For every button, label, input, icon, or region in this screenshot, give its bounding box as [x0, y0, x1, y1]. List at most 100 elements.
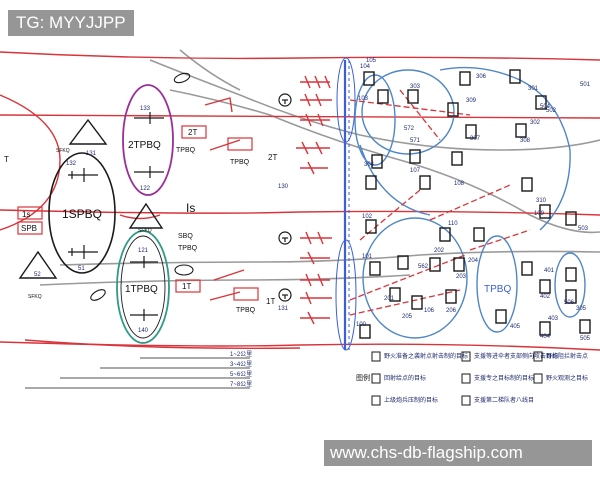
svg-text:122: 122	[140, 186, 151, 192]
label-1tpbq: 1TPBQ	[125, 284, 158, 295]
svg-text:3~4公里: 3~4公里	[230, 361, 252, 368]
front-line	[335, 57, 357, 351]
barrage-marks	[204, 75, 332, 325]
label-1t-box: 1T	[182, 282, 191, 291]
svg-text:502: 502	[546, 108, 557, 114]
svg-text:401: 401	[544, 268, 555, 274]
triangles	[18, 118, 164, 279]
left-arc	[0, 94, 61, 231]
legend-row-label: 图例	[356, 373, 370, 382]
svg-text:106: 106	[424, 308, 435, 314]
svg-text:51: 51	[78, 266, 85, 272]
svg-text:回射给点的目标: 回射给点的目标	[384, 374, 426, 382]
svg-text:支援等进伞者支部侧向攻击目标: 支援等进伞者支部侧向攻击目标	[474, 352, 558, 360]
svg-text:505: 505	[580, 336, 591, 342]
label-tpbq-mid: TPBQ	[178, 245, 198, 252]
svg-text:306: 306	[476, 74, 487, 80]
svg-text:野火准备之袭射点射击制的目标: 野火准备之袭射点射击制的目标	[384, 352, 468, 360]
friendly-boxes	[17, 125, 259, 301]
svg-text:131: 131	[86, 151, 97, 157]
svg-text:52: 52	[34, 272, 41, 278]
label-1spbq: 1SPBQ	[62, 207, 102, 221]
watermark-top: TG: MYYJJPP	[8, 10, 134, 36]
svg-text:5~6公里: 5~6公里	[230, 371, 252, 378]
range-labels: 1~2公里 3~4公里 5~6公里 7~8公里	[230, 351, 252, 388]
svg-text:571: 571	[410, 138, 421, 144]
circle-markers	[278, 93, 292, 302]
svg-text:403: 403	[548, 316, 559, 322]
svg-text:205: 205	[402, 314, 413, 320]
label-2t-box: 2T	[188, 128, 197, 137]
svg-text:562: 562	[418, 264, 429, 270]
label-is: Is	[186, 201, 195, 215]
svg-text:305: 305	[576, 306, 587, 312]
battery-symbols	[68, 112, 164, 321]
label-sfkq-top: SFKQ	[56, 148, 70, 154]
label-t: T	[4, 155, 9, 164]
label-1t: 1T	[266, 297, 275, 306]
svg-text:203: 203	[456, 274, 467, 280]
svg-text:109: 109	[534, 211, 545, 217]
svg-text:103: 103	[358, 96, 369, 102]
svg-text:302: 302	[530, 120, 541, 126]
svg-text:108: 108	[454, 181, 465, 187]
sensor-symbols	[90, 72, 194, 301]
label-enemy-tpbq: TPBQ	[484, 284, 511, 295]
svg-text:野火观测之目标: 野火观测之目标	[546, 374, 588, 382]
tpbq2-ellipse	[122, 84, 174, 196]
svg-text:1~2公里: 1~2公里	[230, 351, 252, 358]
roads	[39, 49, 600, 286]
svg-text:572: 572	[404, 126, 415, 132]
svg-text:501: 501	[580, 82, 591, 88]
svg-text:支援第二梯队者八线目: 支援第二梯队者八线目	[474, 396, 534, 404]
label-sbq: SBQ	[178, 233, 193, 240]
svg-text:503: 503	[578, 226, 589, 232]
label-tpbq-box-1: TPBQ	[176, 147, 196, 154]
svg-text:107: 107	[410, 168, 421, 174]
enemy-boxes	[359, 69, 591, 339]
label-2t: 2T	[268, 153, 277, 162]
tpbq1-ellipse	[116, 230, 170, 344]
svg-text:504: 504	[540, 104, 551, 110]
svg-text:506: 506	[564, 300, 575, 306]
svg-text:上级炮兵压制的目标: 上级炮兵压制的目标	[384, 396, 438, 404]
label-2tpbq: 2TPBQ	[128, 140, 161, 151]
svg-text:404: 404	[540, 334, 551, 340]
svg-text:309: 309	[466, 98, 477, 104]
label-tpbq-box-3: TPBQ	[236, 307, 256, 314]
svg-text:303: 303	[410, 84, 421, 90]
svg-text:101: 101	[362, 254, 373, 260]
svg-text:304: 304	[364, 162, 375, 168]
svg-text:104: 104	[360, 64, 371, 70]
number-labels: 132 131 52 51 133 122 121 140 130 131 10…	[34, 58, 591, 342]
svg-text:110: 110	[448, 221, 458, 227]
svg-text:131: 131	[278, 306, 289, 312]
label-tpbq-box-2: TPBQ	[230, 159, 250, 166]
label-sfkq-mid: SFKQ	[138, 228, 152, 234]
label-is-box: 1s	[22, 210, 30, 219]
svg-text:307: 307	[470, 136, 481, 142]
svg-text:105: 105	[366, 58, 377, 64]
svg-text:206: 206	[446, 308, 457, 314]
phase-lines	[0, 51, 600, 351]
svg-text:102: 102	[362, 214, 373, 220]
tpbq1-ellipse-outer	[120, 235, 166, 339]
svg-text:100: 100	[356, 322, 367, 328]
enemy-circles	[354, 66, 586, 339]
svg-text:301: 301	[528, 86, 539, 92]
spbq-ellipse	[48, 152, 116, 274]
svg-text:野炮阻拦射击点: 野炮阻拦射击点	[546, 352, 588, 360]
svg-text:204: 204	[468, 258, 479, 264]
svg-text:308: 308	[520, 138, 531, 144]
unit-labels: 1SPBQ 2TPBQ 1TPBQ TPBQ Is 1s SPB 2T TPBQ…	[4, 128, 511, 314]
svg-text:130: 130	[278, 184, 289, 190]
label-spb-box: SPB	[21, 224, 37, 233]
svg-text:140: 140	[138, 328, 149, 334]
svg-text:405: 405	[510, 324, 521, 330]
legend: 图例 野火准备之袭射点射击制的目标 支援等进伞者支部侧向攻击目标 野炮阻拦射击点…	[356, 351, 588, 406]
svg-text:121: 121	[138, 248, 149, 254]
svg-text:202: 202	[434, 248, 445, 254]
svg-text:支援专之目标制的目标: 支援专之目标制的目标	[474, 374, 534, 382]
